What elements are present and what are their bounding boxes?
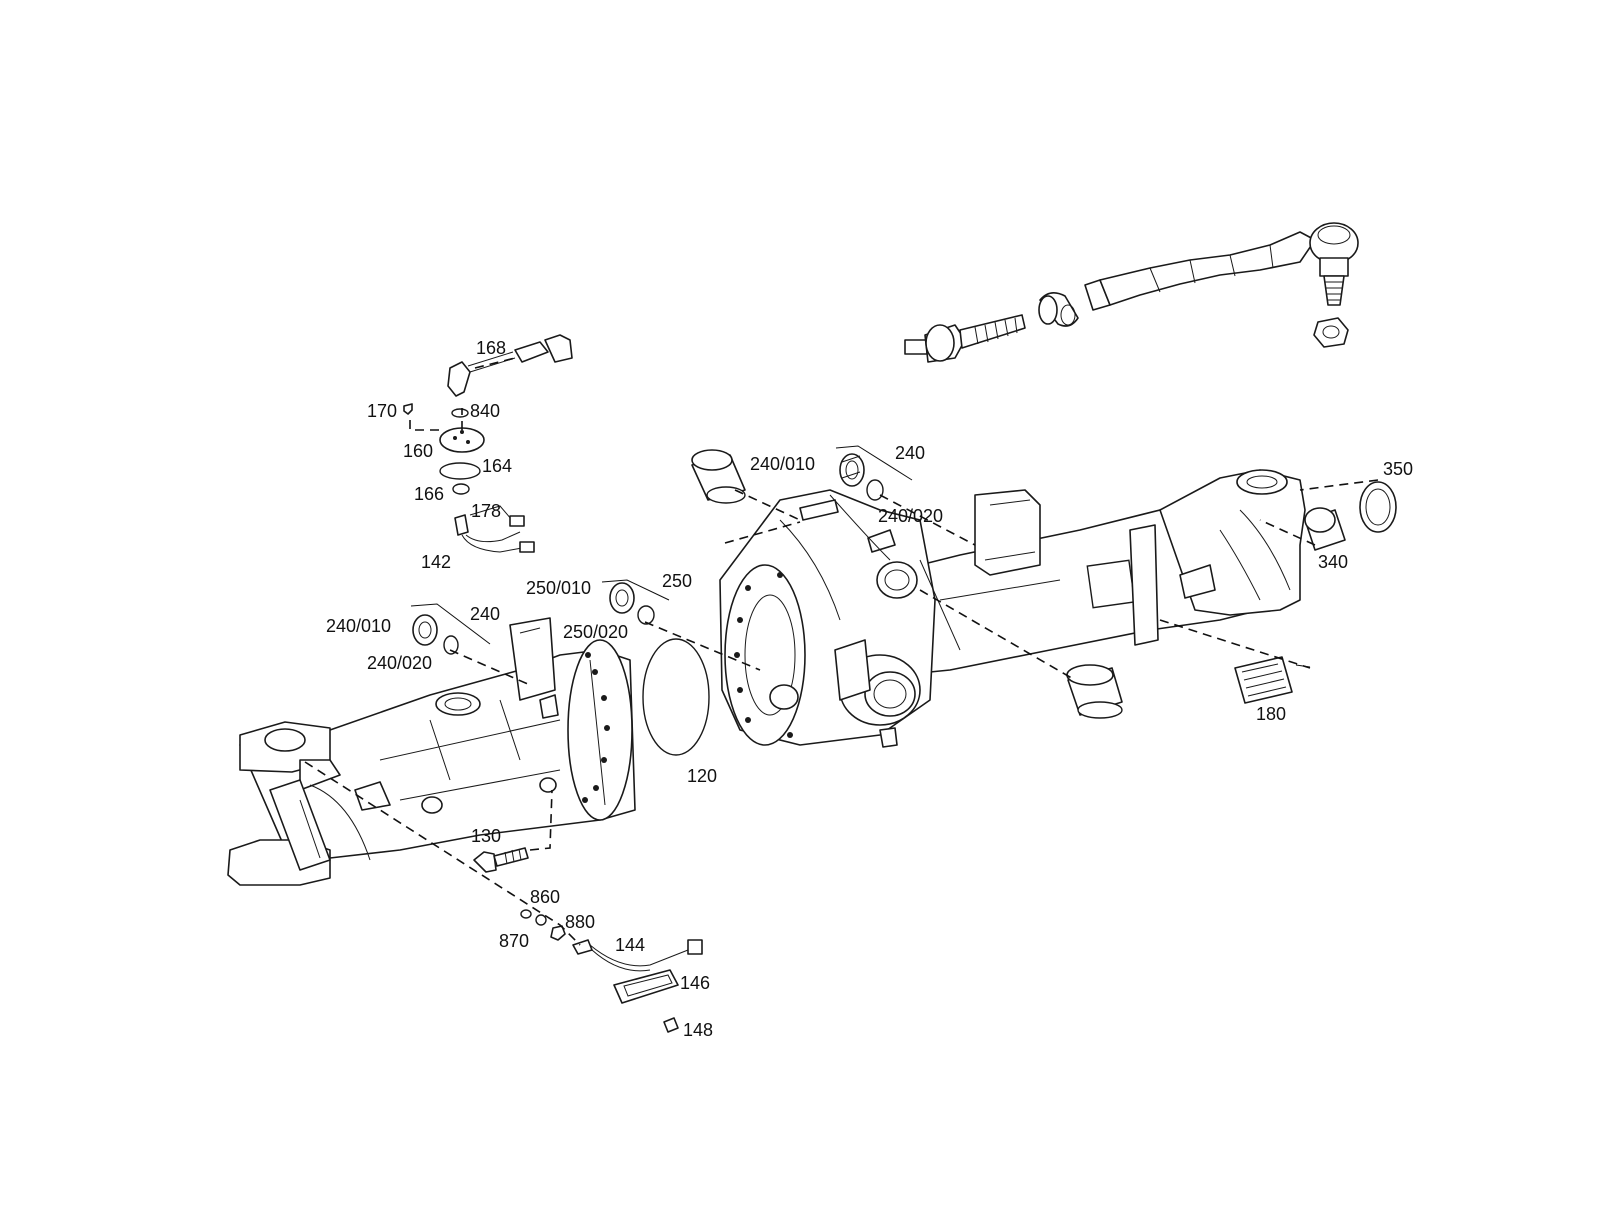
center-axle-housing <box>719 469 1306 748</box>
tie-rod-assembly <box>904 222 1359 363</box>
label-170: 170 <box>367 401 398 421</box>
seal-240-top <box>839 453 865 487</box>
label-146: 146 <box>680 973 711 993</box>
tie-rod-clamp <box>1038 292 1079 327</box>
label-180: 180 <box>1256 704 1287 724</box>
nameplate-180 <box>1234 656 1293 704</box>
label-178: 178 <box>471 501 502 521</box>
label-340: 340 <box>1318 552 1349 572</box>
label-240-020-top: 240/020 <box>878 506 944 526</box>
label-130: 130 <box>471 826 502 846</box>
sensor-142 <box>454 505 535 553</box>
label-148: 148 <box>683 1020 714 1040</box>
label-840: 840 <box>470 401 501 421</box>
bolt-130 <box>473 847 529 873</box>
screw-148 <box>663 1017 679 1033</box>
castle-nut <box>1313 317 1349 348</box>
bushing-240-010-top <box>691 449 746 504</box>
seal-240-010-left <box>412 614 438 646</box>
label-160: 160 <box>403 441 434 461</box>
label-880: 880 <box>565 912 596 932</box>
inner-ball-joint <box>904 314 1026 363</box>
plate-160 <box>439 427 485 453</box>
label-240-top: 240 <box>895 443 926 463</box>
label-168: 168 <box>476 338 507 358</box>
oring-164 <box>439 462 481 480</box>
leader-lines <box>410 445 1311 668</box>
ring-350 <box>1359 481 1397 533</box>
assembly-lines <box>304 479 1379 946</box>
label-164: 164 <box>482 456 513 476</box>
label-240-020-left: 240/020 <box>367 653 433 673</box>
label-120: 120 <box>687 766 718 786</box>
screw-170 <box>403 403 440 431</box>
oring-120 <box>642 638 710 756</box>
tie-rod-tube <box>1084 231 1316 311</box>
oring-840 <box>451 408 469 418</box>
oring-240-020-top <box>866 479 884 501</box>
washer-870 <box>520 909 532 919</box>
bushing-340 <box>1304 507 1346 551</box>
label-860: 860 <box>530 887 561 907</box>
label-166: 166 <box>414 484 445 504</box>
label-240-left: 240 <box>470 604 501 624</box>
label-240-010-top: 240/010 <box>750 454 816 474</box>
label-250: 250 <box>662 571 693 591</box>
label-240-010-left: 240/010 <box>326 616 392 636</box>
sensor-assembly <box>403 334 573 553</box>
washer-860 <box>535 914 547 926</box>
label-250-020: 250/020 <box>563 622 629 642</box>
sensor-144 <box>572 939 703 972</box>
label-350: 350 <box>1383 459 1414 479</box>
oring-240-020-left <box>443 635 459 655</box>
oring-250-020 <box>637 605 655 625</box>
sensor-168 <box>447 334 573 397</box>
left-axle-housing <box>227 617 636 886</box>
cover-146 <box>613 969 679 1004</box>
bushing-lower <box>1066 664 1123 719</box>
oring-166 <box>452 483 470 495</box>
label-144: 144 <box>615 935 646 955</box>
outer-ball-joint <box>1309 222 1359 306</box>
label-250-010: 250/010 <box>526 578 592 598</box>
seal-250-010 <box>609 582 635 614</box>
label-142: 142 <box>421 552 452 572</box>
label-870: 870 <box>499 931 530 951</box>
